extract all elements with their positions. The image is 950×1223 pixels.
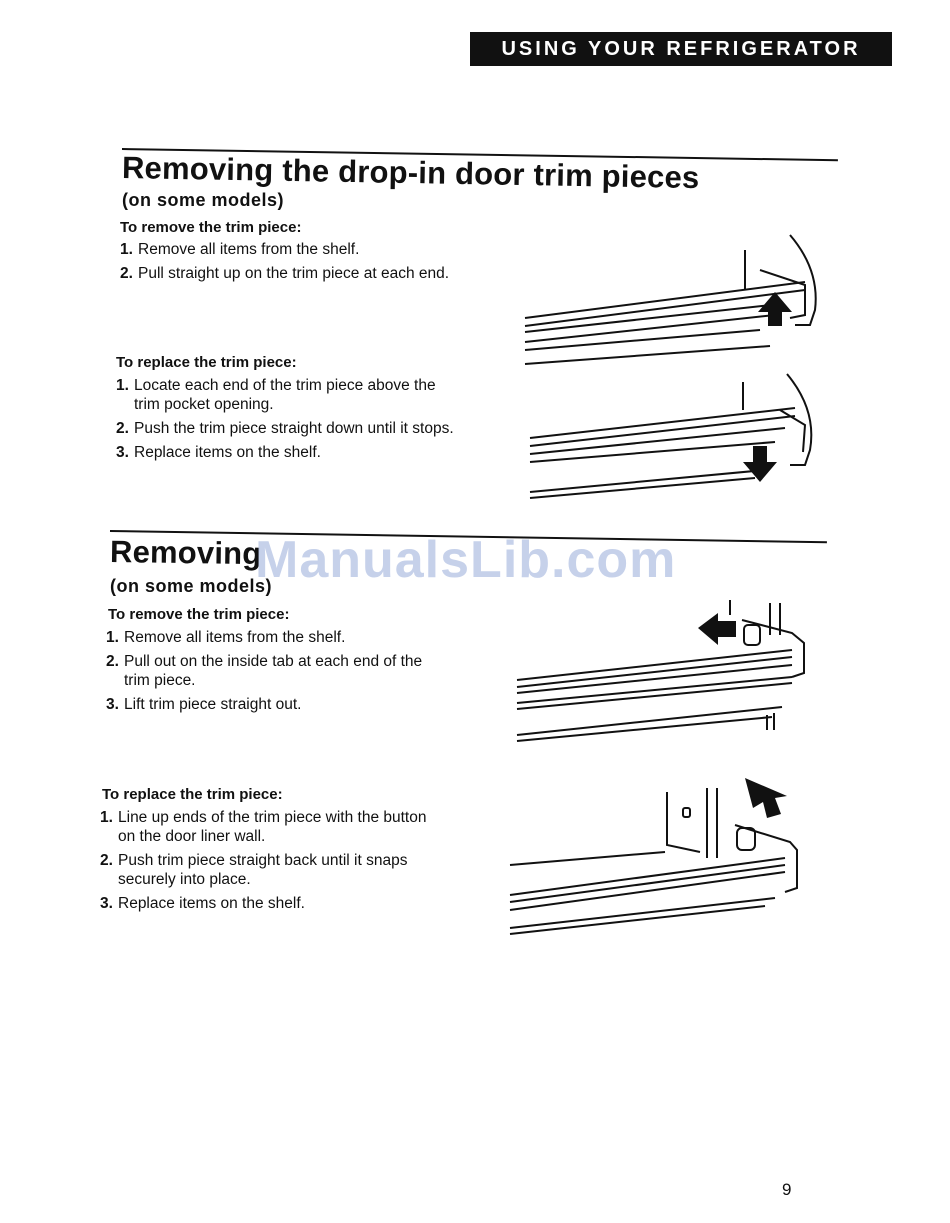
section2-replace-label: To replace the trim piece: (102, 786, 283, 803)
list-item: 1.Remove all items from the shelf. (106, 629, 346, 646)
trim-pull-out-illustration (516, 600, 805, 742)
list-item: 1.Remove all items from the shelf. (120, 241, 360, 258)
section2-remove-steps: 1.Remove all items from the shelf. 2.Pul… (106, 628, 451, 719)
list-item: 2.Push trim piece straight back until it… (100, 852, 408, 888)
list-item: 2.Pull out on the inside tab at each end… (106, 653, 423, 689)
trim-pull-up-illustration (524, 234, 817, 365)
section1-replace-steps: 1.Locate each end of the trim piece abov… (116, 376, 456, 467)
section1-remove-label: To remove the trim piece: (120, 219, 302, 236)
section2-remove-label: To remove the trim piece: (108, 606, 290, 623)
list-item: 2.Push the trim piece straight down unti… (116, 420, 454, 437)
section2-subtitle: (on some models) (110, 576, 273, 596)
section1-replace-label: To replace the trim piece: (116, 354, 297, 371)
section2-replace-steps: 1.Line up ends of the trim piece with th… (100, 808, 445, 918)
list-item: 3.Lift trim piece straight out. (106, 696, 302, 713)
section1-subtitle: (on some models) (122, 190, 285, 210)
section2-title: Removing (109, 534, 262, 572)
list-item: 3.Replace items on the shelf. (100, 895, 305, 912)
list-item: 3.Replace items on the shelf. (116, 444, 321, 461)
list-item: 1.Locate each end of the trim piece abov… (116, 377, 436, 413)
watermark: ManualsLib.com (255, 531, 677, 589)
trim-push-back-illustration (509, 778, 798, 935)
page-number: 9 (782, 1180, 792, 1199)
section-banner: USING YOUR REFRIGERATOR (470, 32, 892, 66)
list-item: 1.Line up ends of the trim piece with th… (100, 809, 427, 845)
section1-remove-steps: 1.Remove all items from the shelf. 2.Pul… (120, 240, 460, 288)
trim-push-down-illustration (529, 373, 813, 499)
list-item: 2.Pull straight up on the trim piece at … (120, 265, 450, 282)
